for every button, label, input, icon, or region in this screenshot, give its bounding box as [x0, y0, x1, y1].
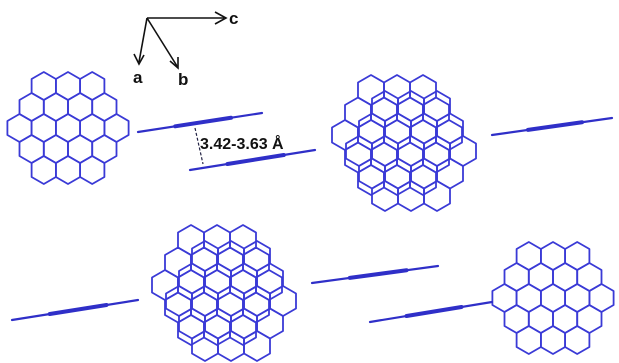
rod-top-middle [188, 148, 317, 172]
framework-group [6, 71, 615, 362]
stacking-distance-dashed-line [194, 127, 204, 165]
axis-indicator: c a b [133, 9, 238, 89]
hexagon-ring [269, 285, 297, 317]
rod-core [225, 153, 286, 166]
hexagon-ring [103, 113, 130, 143]
rod-core [404, 305, 464, 318]
rod-core [526, 120, 584, 132]
framework-bottom-center [151, 224, 297, 362]
rod-bottom-left [10, 298, 140, 322]
axis-c-arrowhead [214, 11, 228, 25]
hexagon-ring [435, 119, 463, 151]
rod-core [347, 268, 409, 280]
stacking-distance-annotation: 3.42-3.63 Å [194, 127, 284, 165]
rod-bottom-middle [310, 264, 440, 285]
hexagon-ring [255, 269, 283, 301]
rod-group [10, 111, 614, 324]
axis-b-arrow [146, 17, 178, 67]
hexagon-ring [588, 283, 615, 313]
rod-top-right [490, 116, 614, 137]
axis-b-arrowhead [169, 57, 179, 70]
rod-core [47, 303, 109, 316]
axis-c-label: c [229, 9, 238, 28]
axis-a-label: a [133, 68, 143, 87]
framework-top-right [331, 74, 477, 212]
axis-b-label: b [178, 70, 188, 89]
axis-a-arrow [138, 17, 148, 63]
framework-top-left [6, 71, 130, 185]
stacking-distance-label: 3.42-3.63 Å [200, 134, 284, 153]
axis-a-arrowhead [133, 53, 145, 66]
hexagon-ring [449, 135, 477, 167]
rod-bottom-right [368, 300, 494, 324]
framework-bottom-right [491, 241, 615, 355]
rod-top-left [136, 111, 264, 134]
rod-core [173, 115, 233, 129]
